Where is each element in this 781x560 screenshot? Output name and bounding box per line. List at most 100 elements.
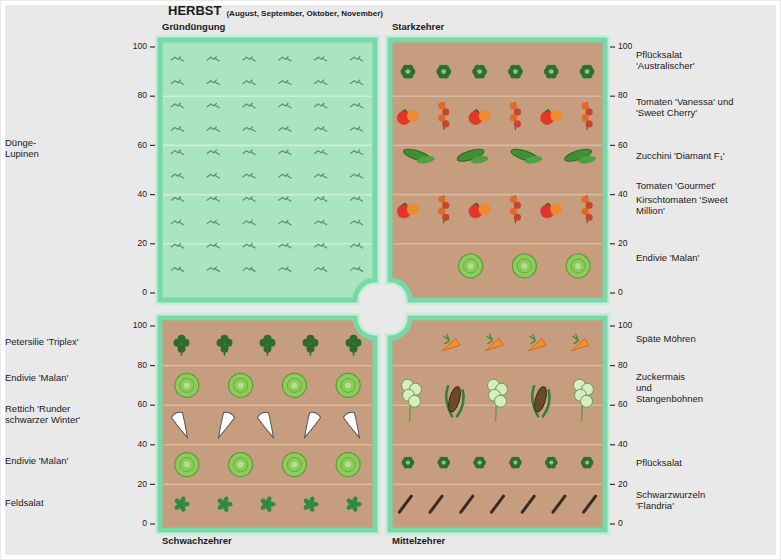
axis-number: 0 — [618, 519, 623, 529]
feldsalat-icon — [217, 496, 233, 513]
lupine-icon — [207, 267, 220, 272]
lupine-icon — [314, 173, 327, 178]
row-line — [163, 243, 372, 245]
lupine-icon — [243, 267, 256, 272]
bed-outline — [160, 40, 375, 300]
salat-icon — [472, 65, 487, 79]
feldsalat-icon — [174, 496, 190, 513]
cornbean-icon — [574, 379, 594, 421]
lupine-icon — [243, 220, 256, 225]
lupine-icon — [243, 126, 256, 131]
plant-label: Endivie 'Malan' — [5, 456, 130, 467]
row-line — [163, 145, 372, 147]
lupine-icon — [171, 267, 184, 272]
plant-label: Pflücksalat 'Australischer' — [636, 50, 731, 72]
lupine-icon — [243, 197, 256, 202]
schwarz-icon — [584, 496, 596, 512]
cornbean-icon — [488, 379, 508, 421]
parsley-icon — [260, 335, 276, 356]
axis-number: 80 — [618, 91, 627, 101]
bed-outline — [160, 318, 375, 530]
row-line — [163, 194, 372, 196]
plant-label: Zucchini 'Diamant F₁' — [636, 151, 771, 162]
lupine-icon — [207, 173, 220, 178]
bed-heading: Gründüngung — [162, 22, 225, 33]
lupine-icon — [278, 243, 291, 248]
lupine-icon — [207, 220, 220, 225]
plant-label: Endivie 'Malan' — [5, 373, 130, 384]
axis-number: 60 — [618, 400, 627, 410]
parsley-icon — [303, 335, 319, 356]
feldsalat-icon — [303, 496, 319, 513]
plant-label: Endivie 'Malan' — [636, 253, 771, 264]
garden-bed: Starkzehrer — [390, 40, 605, 300]
lupine-icon — [243, 243, 256, 248]
axis-number: 100 — [618, 321, 632, 331]
plant-label: Petersilie 'Triplex' — [5, 337, 130, 348]
lupine-icon — [278, 173, 291, 178]
endive-icon — [282, 453, 306, 477]
lupine-icon — [278, 56, 291, 61]
schwarz-icon — [399, 496, 411, 512]
axis-number: 100 — [133, 321, 147, 331]
axis-number: 60 — [138, 400, 147, 410]
zucchini-icon — [563, 147, 596, 165]
lupine-icon — [278, 103, 291, 108]
lupine-icon — [171, 126, 184, 131]
lupine-icon — [207, 103, 220, 108]
lupine-icon — [314, 103, 327, 108]
lupine-icon — [350, 220, 363, 225]
lupine-icon — [171, 103, 184, 108]
lupine-icon — [314, 150, 327, 155]
axis-number: 80 — [138, 361, 147, 371]
lupine-icon — [207, 150, 220, 155]
lupine-icon — [278, 267, 291, 272]
axis-number: 60 — [618, 141, 627, 151]
axis-number: 0 — [142, 519, 147, 529]
cornbean-icon — [446, 385, 463, 417]
lupine-icon — [314, 197, 327, 202]
axis-number: 100 — [618, 42, 632, 52]
tomato-icon — [397, 110, 419, 125]
subtitle: (August, September, Oktober, November) — [226, 9, 382, 18]
lupine-icon — [243, 173, 256, 178]
endive-icon — [175, 453, 199, 477]
axis-number: 40 — [618, 440, 627, 450]
row-line — [163, 365, 372, 367]
parsley-icon — [174, 335, 190, 356]
plant-label: Kirschtomaten 'Sweet Million' — [636, 195, 731, 217]
plant-label: Schwarzwurzeln 'Flandria' — [636, 490, 731, 512]
row-line — [163, 404, 372, 406]
tomato-icon — [540, 203, 562, 218]
lupine-icon — [314, 220, 327, 225]
tomato-icon — [469, 110, 491, 125]
pfluck-icon — [581, 457, 594, 469]
bed-outline — [390, 40, 605, 300]
feldsalat-icon — [346, 496, 362, 513]
plant-label: Rettich 'Runder schwarzer Winter' — [5, 404, 105, 426]
zucchini-icon — [402, 147, 435, 165]
lupine-icon — [243, 150, 256, 155]
garden-bed: Gründüngung — [160, 40, 375, 300]
pfluck-icon — [437, 457, 450, 469]
bed-shape — [390, 40, 605, 300]
radish-icon — [213, 411, 235, 441]
lupine-icon — [350, 80, 363, 85]
plant-label: Pflücksalat — [636, 458, 771, 469]
row-line — [393, 365, 602, 367]
pfluck-icon — [473, 457, 486, 469]
radish-icon — [299, 411, 321, 441]
plant-label: Tomaten 'Vanessa' und 'Sweet Cherry' — [636, 97, 741, 119]
lupine-icon — [207, 243, 220, 248]
lupine-icon — [314, 243, 327, 248]
axis-number: 0 — [618, 288, 623, 298]
tomato-icon — [397, 203, 419, 218]
pfluck-icon — [509, 457, 522, 469]
cornbean-icon — [402, 379, 422, 421]
salat-icon — [436, 65, 451, 79]
endive-icon — [336, 373, 360, 397]
tomato-icon — [469, 203, 491, 218]
carrot-icon — [440, 334, 460, 354]
pfluck-icon — [545, 457, 558, 469]
